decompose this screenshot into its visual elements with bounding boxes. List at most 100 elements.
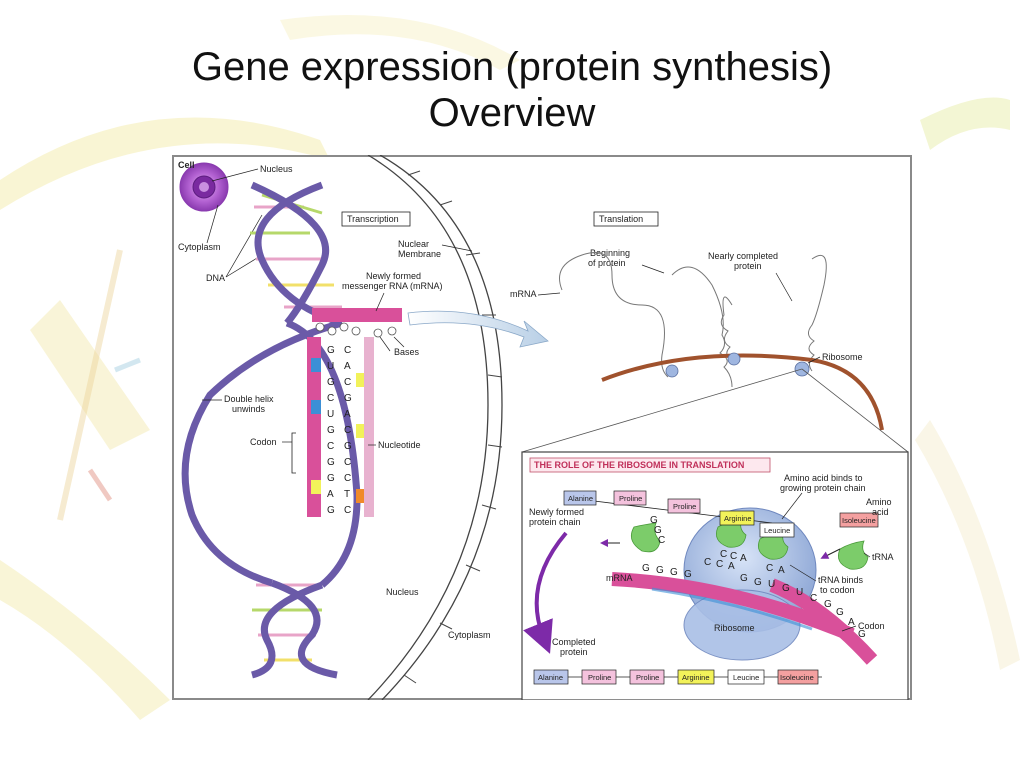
transcription-to-translation-arrow — [407, 310, 549, 348]
label-new-chain-1: Newly formed — [529, 507, 584, 517]
protein-chains — [559, 252, 827, 388]
dna-base: C — [344, 377, 351, 388]
rna-base-letters: G U G C U G C G G A G — [327, 345, 335, 516]
mrna-base: G — [642, 563, 650, 574]
gene-expression-diagram: Cell Nucleus Cytoplasm DNA — [178, 155, 909, 700]
mrna-base: G — [824, 599, 832, 610]
label-inset-trna: tRNA — [872, 552, 894, 562]
label-beginning-1: Beginning — [590, 248, 630, 258]
inset-mrna-bases: G G G G C C A G G U G U C G G A G — [642, 557, 866, 640]
ribosome-inset: THE ROLE OF THE RIBOSOME IN TRANSLATION … — [521, 451, 909, 700]
trna-base: C — [720, 549, 727, 560]
trna-base: C — [730, 551, 737, 562]
label-inset-ribosome: Ribosome — [714, 623, 755, 633]
ribosome-small — [665, 364, 679, 378]
amino-acid-label: Proline — [636, 673, 659, 682]
incoming-amino-acid-label: Isoleucine — [842, 516, 876, 525]
rna-base: G — [327, 473, 335, 484]
amino-acid-box — [777, 669, 819, 685]
label-nucleotide: Nucleotide — [378, 440, 421, 450]
amino-acid-box — [563, 490, 597, 506]
rna-base: U — [327, 409, 334, 420]
label-amino-acid-2: acid — [872, 507, 889, 517]
mrna-base: C — [810, 593, 817, 604]
fork-bases — [315, 322, 397, 338]
label-cytoplasm: Cytoplasm — [448, 630, 491, 640]
title-line-1: Gene expression (protein synthesis) — [191, 45, 833, 89]
dna-base-letters: C A C G A C G C C T C — [344, 345, 352, 516]
label-inset-codon: Codon — [858, 621, 885, 631]
label-double-helix-1: Double helix — [224, 394, 274, 404]
mrna-base: G — [858, 629, 866, 640]
amino-acid-box — [677, 669, 715, 685]
inset-mrna — [611, 572, 855, 642]
label-nuclear-membrane-1: Nuclear — [398, 239, 429, 249]
mrna-base: G — [684, 569, 692, 580]
trna-base: A — [778, 565, 785, 576]
rna-base: C — [327, 393, 334, 404]
label-completed-2: protein — [560, 647, 588, 657]
cell-icon — [179, 162, 229, 212]
completion-arrow — [523, 531, 568, 654]
label-ribosome: Ribosome — [822, 352, 863, 362]
mrna-base: C — [716, 559, 723, 570]
trna-middle-bases: C C A — [720, 549, 747, 564]
mrna-base: G — [754, 577, 762, 588]
amino-acid-box — [581, 669, 617, 685]
mrna-base: G — [836, 607, 844, 618]
label-double-helix-2: unwinds — [232, 404, 266, 414]
label-bases: Bases — [394, 347, 420, 357]
rna-base: A — [327, 489, 334, 500]
trna-base: G — [654, 525, 662, 536]
trna-incoming — [837, 540, 869, 570]
amino-acid-box — [613, 490, 647, 506]
mrna-base: A — [848, 617, 855, 628]
label-nucleus: Nucleus — [386, 587, 419, 597]
dna-base: C — [344, 473, 351, 484]
completed-protein-chain: Alanine Proline Proline Arginine Leucine… — [533, 669, 822, 685]
label-dna: DNA — [206, 273, 225, 283]
dna-base: G — [344, 393, 352, 404]
label-transcription: Transcription — [347, 214, 399, 224]
trna-base: C — [766, 563, 773, 574]
dna-base: A — [344, 361, 351, 372]
label-inset-mrna: mRNA — [606, 573, 633, 583]
label-cell: Cell — [178, 160, 195, 170]
label-nucleus-small: Nucleus — [260, 164, 293, 174]
label-amino-acid-1: Amino — [866, 497, 892, 507]
label-trna-binds-1: tRNA binds — [818, 575, 864, 585]
rna-base: G — [327, 425, 335, 436]
label-amino-binds-2: growing protein chain — [780, 483, 866, 493]
mrna-base: C — [704, 557, 711, 568]
trna-base: G — [650, 515, 658, 526]
amino-acid-box — [667, 498, 701, 514]
trna-left-bases: G G C — [650, 515, 665, 546]
incoming-amino-acid-box — [839, 512, 879, 528]
mrna-base: U — [768, 579, 775, 590]
amino-acid-label: Leucine — [764, 526, 790, 535]
dna-base: C — [344, 345, 351, 356]
label-nearly-1: Nearly completed — [708, 251, 778, 261]
amino-acid-box — [533, 669, 569, 685]
transcription-box — [341, 211, 411, 227]
amino-acid-box — [759, 522, 795, 538]
mrna-curve — [601, 353, 884, 431]
rna-base: U — [327, 361, 334, 372]
dna-base: G — [344, 441, 352, 452]
mrna-base: G — [740, 573, 748, 584]
label-cytoplasm-small: Cytoplasm — [178, 242, 221, 252]
dna-double-helix — [181, 181, 361, 679]
growing-protein-chain: Alanine Proline Proline Arginine Leucine — [563, 490, 795, 538]
rna-base: C — [327, 441, 334, 452]
label-new-mrna-2: messenger RNA (mRNA) — [342, 281, 443, 291]
trna-right-bases: C A — [766, 563, 785, 576]
label-trna-binds-2: to codon — [820, 585, 855, 595]
translation-box — [593, 211, 659, 227]
dna-base: C — [344, 425, 351, 436]
dna-base: C — [344, 457, 351, 468]
label-nuclear-membrane-2: Membrane — [398, 249, 441, 259]
amino-acid-label: Alanine — [538, 673, 563, 682]
amino-acid-box — [727, 669, 765, 685]
slide-title: Gene expression (protein synthesis) Over… — [0, 44, 1024, 136]
nuclear-membrane — [367, 155, 503, 700]
